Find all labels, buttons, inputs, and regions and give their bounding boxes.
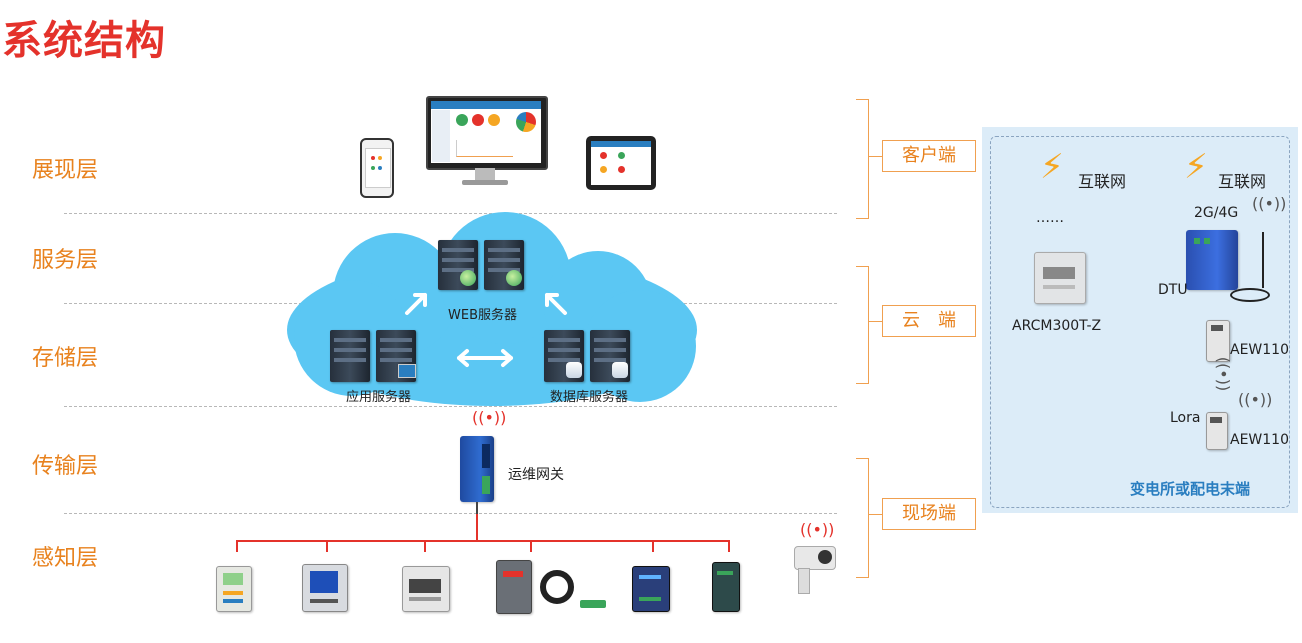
model-label-left: ARCM300T-Z — [1012, 318, 1102, 334]
server-icon — [438, 240, 478, 290]
aew-label-top: AEW110 — [1230, 342, 1289, 358]
connector-icon — [580, 600, 606, 608]
substation-panel — [982, 127, 1298, 513]
monitor-icon — [426, 96, 548, 194]
server-icon — [544, 330, 584, 382]
wifi-icon: ((•)) — [800, 520, 835, 539]
camera-icon — [788, 542, 838, 598]
lora-label: Lora — [1170, 410, 1201, 426]
field-bus-drop — [476, 514, 478, 541]
meter-icon — [216, 566, 252, 612]
dtu-label: DTU — [1158, 282, 1188, 298]
network-label: 2G/4G — [1194, 205, 1239, 221]
meter-icon — [302, 564, 348, 612]
bracket-field — [856, 458, 869, 578]
current-transformer-icon — [540, 570, 574, 604]
layer-divider — [64, 513, 837, 514]
server-icon — [330, 330, 370, 382]
lightning-icon: ⚡ — [1040, 147, 1064, 187]
tablet-icon — [586, 136, 656, 190]
gateway-label: 运维网关 — [508, 467, 564, 483]
aew-label-bottom: AEW110 — [1230, 432, 1289, 448]
tag-field: 现场端 — [882, 498, 976, 530]
wifi-icon: ((•)) — [1238, 390, 1273, 409]
panel-title: 变电所或配电末端 — [1130, 480, 1251, 498]
substation-panel-border — [990, 136, 1290, 508]
cable-icon — [1230, 288, 1270, 302]
aew-device-icon — [1206, 320, 1230, 362]
database-icon — [566, 362, 582, 378]
layer-label-presentation: 展现层 — [32, 158, 99, 183]
layer-divider — [64, 406, 837, 407]
aew-device-icon — [1206, 412, 1228, 450]
layer-label-service: 服务层 — [32, 248, 99, 273]
layer-label-perception: 感知层 — [32, 546, 99, 571]
meter-icon — [402, 566, 450, 612]
internet-label-right: 互联网 — [1218, 172, 1267, 191]
lightning-icon: ⚡ — [1184, 147, 1208, 187]
server-icon — [376, 330, 416, 382]
flow-arrows — [405, 293, 567, 367]
field-bus-line — [236, 540, 728, 542]
antenna-icon — [1262, 232, 1264, 288]
tag-cloud: 云 端 — [882, 305, 976, 337]
meter-icon — [1034, 252, 1086, 304]
db-server-label: 数据库服务器 — [550, 390, 629, 405]
phone-icon — [360, 138, 394, 198]
bracket-client — [856, 99, 869, 219]
layer-divider — [64, 213, 837, 214]
meter-icon — [496, 560, 532, 614]
internet-label-left: 互联网 — [1078, 172, 1127, 191]
app-server-label: 应用服务器 — [346, 390, 412, 405]
tag-client: 客户端 — [882, 140, 976, 172]
bracket-cloud — [856, 266, 869, 384]
wifi-icon: ((•)) — [472, 408, 507, 427]
layer-label-transport: 传输层 — [32, 454, 99, 479]
meter-icon — [712, 562, 740, 612]
layer-label-storage: 存储层 — [32, 346, 99, 371]
gateway-icon — [460, 436, 494, 502]
gateway-cable — [476, 502, 478, 514]
server-icon — [590, 330, 630, 382]
wifi-icon: ((•)) — [1252, 194, 1287, 213]
web-server-label: WEB服务器 — [448, 308, 517, 323]
meter-icon — [632, 566, 670, 612]
wifi-icon: ((•)) — [1214, 356, 1234, 392]
database-icon — [612, 362, 628, 378]
page-title: 系统结构 — [2, 18, 166, 64]
server-icon — [484, 240, 524, 290]
dtu-device-icon — [1186, 230, 1238, 290]
ellipsis: …… — [1036, 210, 1064, 226]
